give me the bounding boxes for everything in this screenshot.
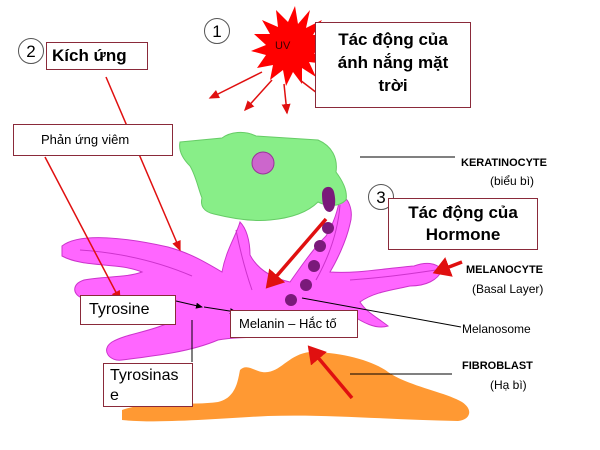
- fibroblast-cell: [122, 352, 470, 422]
- keratinocyte-sublabel: (biểu bì): [490, 174, 535, 188]
- sun-icon: [251, 6, 331, 86]
- uv-rays: [208, 71, 332, 115]
- sun-effect-line1: Tác động của: [338, 30, 448, 49]
- melanocyte-label: MELANOCYTE: [466, 264, 543, 276]
- sun-effect-box: Tác động của ánh nắng mặt trời: [315, 22, 471, 108]
- melanocyte-sublabel: (Basal Layer): [472, 282, 544, 296]
- inflammation-box: Phản ứng viêm: [13, 124, 173, 156]
- keratinocyte-cell: [179, 131, 347, 221]
- sun-effect-line3: trời: [378, 76, 408, 95]
- fibroblast-label: FIBROBLAST: [462, 360, 533, 372]
- connector-lines: [175, 156, 462, 375]
- tyrosinase-line2: e: [110, 387, 119, 404]
- uv-label: UV: [275, 40, 291, 52]
- hormone-line2: Hormone: [425, 225, 501, 244]
- irritation-box: Kích ứng: [46, 42, 148, 70]
- keratinocyte-nucleus: [251, 151, 275, 175]
- keratinocyte-label: KERATINOCYTE: [461, 157, 547, 169]
- hormone-box: Tác động của Hormone: [388, 198, 538, 250]
- red-arrows: [44, 76, 463, 400]
- fibroblast-sublabel: (Hạ bì): [490, 378, 527, 392]
- hormone-line1: Tác động của: [408, 203, 518, 222]
- tyrosinase-line1: Tyrosinas: [110, 367, 179, 384]
- melanocyte-dendrite-lines: [79, 204, 437, 291]
- melanin-box: Melanin – Hắc tố: [230, 310, 358, 338]
- sun-effect-line2: ánh nắng mặt: [337, 53, 449, 72]
- step-1-badge: 1: [204, 18, 230, 44]
- melanosome-label: Melanosome: [462, 322, 531, 336]
- step-2-badge: 2: [18, 38, 44, 64]
- tyrosinase-box: Tyrosinas e: [103, 363, 193, 407]
- tyrosine-box: Tyrosine: [80, 295, 176, 325]
- melanosomes: [285, 186, 336, 306]
